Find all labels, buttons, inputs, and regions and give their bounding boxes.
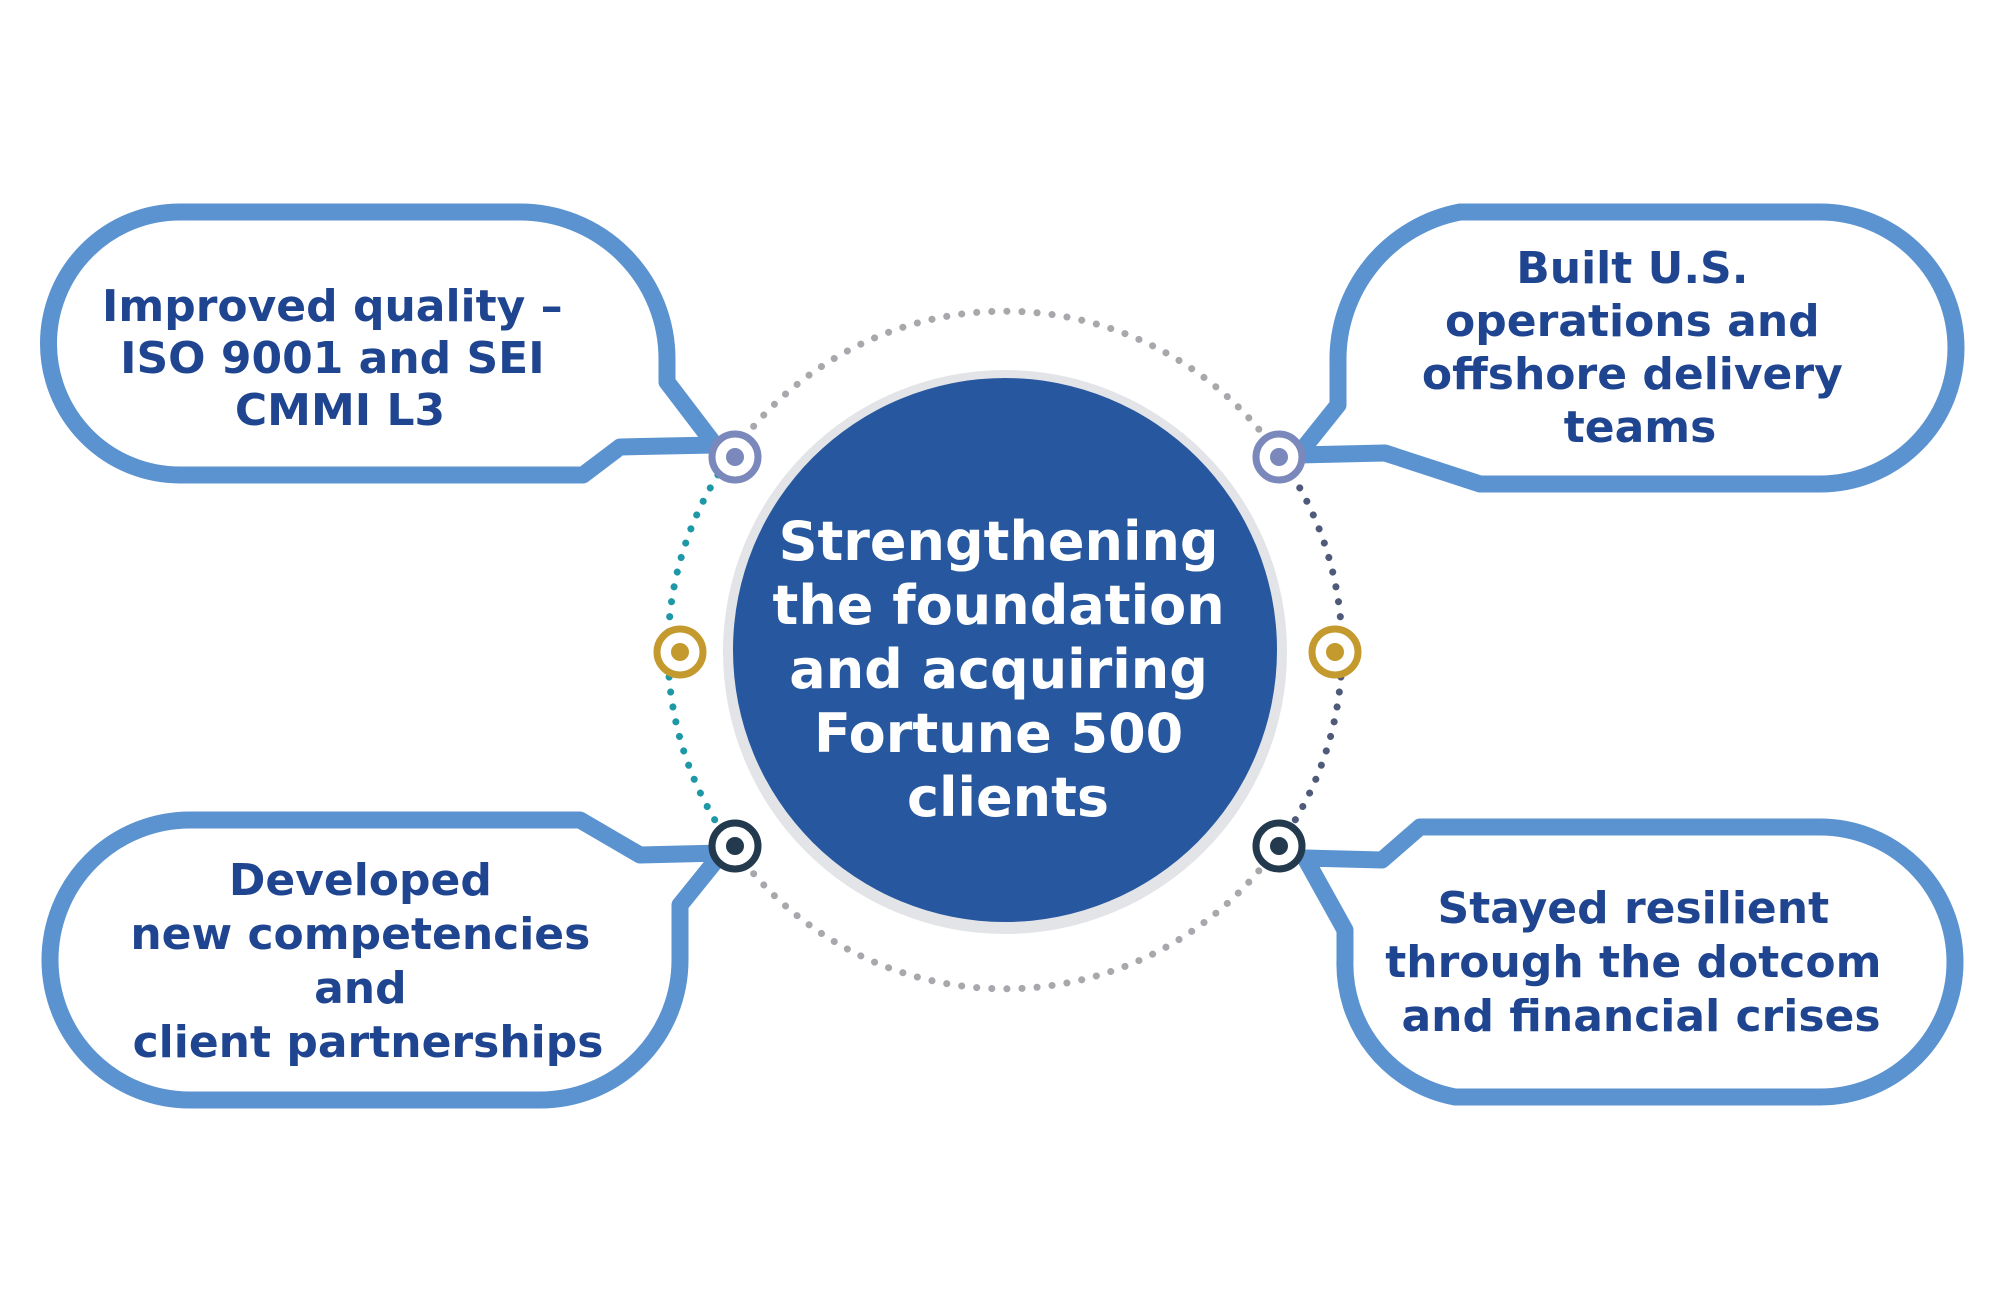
bubble-top-right-line-2: operations and	[1445, 296, 1820, 347]
bubble-top-left-line-3: CMMI L3	[235, 385, 445, 436]
bubble-bottom-right-text: Stayed resilient through the dotcom and …	[1385, 883, 1897, 1042]
dotted-arc-top	[731, 307, 1279, 454]
bubble-bottom-right-line-2: through the dotcom	[1385, 937, 1881, 988]
bubble-bottom-left-outline	[41, 811, 731, 1109]
bubble-bottom-right-outline	[1296, 818, 1964, 1106]
bubble-bottom-left-text: Developed new competencies and client pa…	[130, 855, 605, 1068]
ring-nodes	[653, 430, 1362, 873]
bubble-top-right-text: Built U.S. operations and offshore deliv…	[1422, 243, 1858, 453]
bubble-bottom-left-line-4: client partnerships	[133, 1017, 604, 1068]
bubble-top-left-outline	[40, 203, 724, 484]
node-mid-right	[1308, 625, 1362, 679]
bubble-top-right-line-1: Built U.S.	[1516, 243, 1748, 294]
bubble-top-right-line-3: offshore delivery	[1422, 349, 1843, 400]
bubble-bottom-left-line-2: new competencies	[130, 909, 590, 960]
node-top-left	[708, 430, 762, 484]
node-mid-left	[653, 625, 707, 679]
bubble-top-left: Improved quality – ISO 9001 and SEI CMMI…	[40, 203, 724, 484]
bubble-bottom-left: Developed new competencies and client pa…	[41, 811, 731, 1109]
center-line-4: Fortune 500	[814, 702, 1183, 765]
bubble-bottom-right-line-1: Stayed resilient	[1438, 883, 1830, 934]
bubble-top-left-line-1: Improved quality –	[102, 281, 563, 332]
bubble-bottom-right-line-3: and financial crises	[1401, 991, 1880, 1042]
center-line-1: Strengthening	[779, 510, 1219, 573]
node-bottom-left	[708, 819, 762, 873]
center-title: Strengthening the foundation and acquiri…	[773, 510, 1244, 829]
node-top-right	[1252, 430, 1306, 484]
bubble-top-left-text: Improved quality – ISO 9001 and SEI CMMI…	[102, 281, 578, 436]
bubble-bottom-right: Stayed resilient through the dotcom and …	[1296, 818, 1964, 1106]
bubble-top-right-outline	[1289, 203, 1965, 493]
center-line-5: clients	[907, 766, 1109, 829]
bubble-top-right-line-4: teams	[1564, 402, 1717, 453]
bubble-bottom-left-line-3: and	[314, 963, 407, 1014]
dotted-arc-bottom	[731, 846, 1279, 993]
bubble-top-right: Built U.S. operations and offshore deliv…	[1289, 203, 1965, 493]
node-bottom-right	[1252, 819, 1306, 873]
bubble-top-left-line-2: ISO 9001 and SEI	[120, 333, 545, 384]
center-line-2: the foundation	[773, 574, 1225, 637]
center-hub: Strengthening the foundation and acquiri…	[723, 370, 1287, 934]
center-line-3: and acquiring	[789, 638, 1208, 701]
bubble-bottom-left-line-1: Developed	[229, 855, 492, 906]
center-circle	[733, 378, 1277, 922]
